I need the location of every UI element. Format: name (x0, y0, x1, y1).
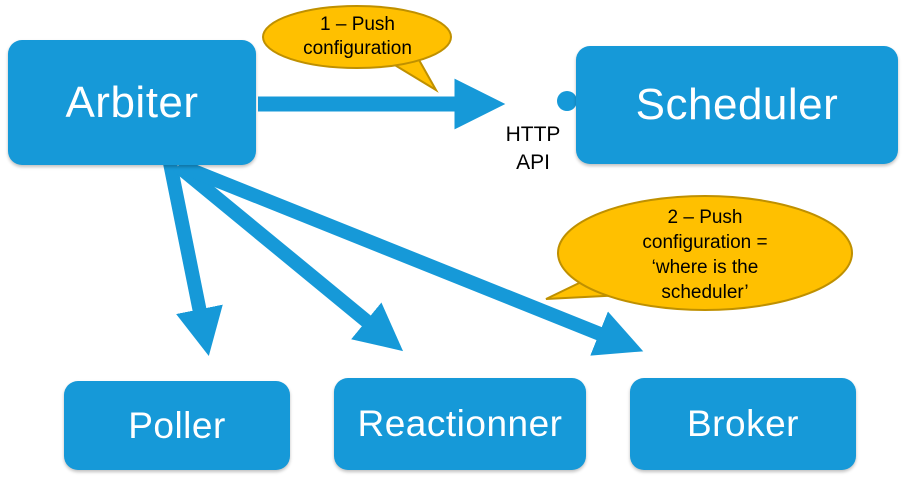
http-api-label: HTTP API (500, 121, 566, 177)
callout-1-bubble (262, 5, 452, 69)
arrow-arbiter-to-broker (183, 161, 644, 356)
callout-1-text: 1 – Push configuration (265, 13, 450, 61)
node-broker-label: Broker (687, 403, 799, 444)
node-reactionner-label: Reactionner (357, 403, 563, 444)
node-scheduler: Scheduler (576, 46, 898, 164)
callout-2-line-2: configuration = (642, 232, 768, 253)
http-api-line-2: API (516, 151, 550, 174)
arrow-arbiter-to-reactionner (173, 160, 404, 352)
callout-2-line-3: ‘where is the (651, 257, 759, 278)
arrow-arbiter-to-poller (163, 161, 223, 356)
node-reactionner: Reactionner (334, 378, 586, 470)
node-scheduler-label: Scheduler (635, 80, 839, 129)
callout-2-bubble (557, 195, 853, 311)
node-arbiter: Arbiter (8, 40, 256, 165)
http-api-line-1: HTTP (505, 123, 561, 146)
node-poller: Poller (64, 381, 290, 470)
node-broker: Broker (630, 378, 856, 470)
callout-2-text: 2 – Push configuration = ‘where is the s… (575, 205, 835, 305)
node-poller-label: Poller (128, 404, 226, 446)
callout-1-line-2: configuration (303, 38, 412, 59)
node-arbiter-label: Arbiter (65, 77, 199, 127)
callout-2-line-1: 2 – Push (667, 207, 743, 228)
callout-1-line-1: 1 – Push (320, 14, 395, 35)
callout-2-line-4: scheduler’ (661, 282, 749, 303)
connector-dot (557, 91, 577, 111)
